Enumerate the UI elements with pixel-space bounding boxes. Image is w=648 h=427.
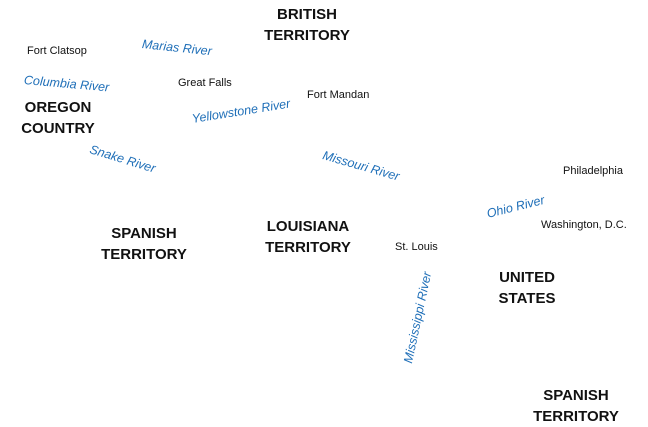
- city-washington-dc: Washington, D.C.: [541, 219, 627, 231]
- region-label-line1: LOUISIANA: [266, 218, 350, 235]
- region-label-line2: TERRITORY: [264, 27, 350, 44]
- city-fort-mandan: Fort Mandan: [307, 89, 370, 101]
- city-st-louis: St. Louis: [395, 241, 438, 253]
- region-label-line1: OREGON: [24, 99, 92, 116]
- region-label-line2: TERRITORY: [101, 246, 187, 263]
- region-label-line2: STATES: [498, 290, 556, 307]
- river-mississippi: Mississippi River: [401, 270, 435, 365]
- city-great-falls: Great Falls: [178, 77, 232, 89]
- river-marias: Marias River: [141, 37, 213, 59]
- region-louisiana-territory: LOUISIANA TERRITORY: [262, 216, 354, 258]
- river-missouri: Missouri River: [321, 148, 402, 184]
- river-yellowstone: Yellowstone River: [190, 96, 292, 126]
- region-label-line1: SPANISH: [111, 225, 177, 242]
- region-label-line2: TERRITORY: [533, 408, 619, 425]
- region-oregon-country: OREGON COUNTRY: [16, 97, 100, 139]
- river-snake: Snake River: [87, 142, 158, 176]
- region-spanish-territory-south: SPANISH TERRITORY: [530, 385, 622, 427]
- river-columbia: Columbia River: [23, 73, 110, 95]
- region-british-territory: BRITISH TERRITORY: [263, 4, 351, 46]
- city-philadelphia: Philadelphia: [563, 165, 623, 177]
- region-label-line1: SPANISH: [543, 387, 609, 404]
- river-ohio: Ohio River: [485, 192, 546, 221]
- region-label-line1: BRITISH: [277, 6, 337, 23]
- region-label-line2: COUNTRY: [21, 120, 95, 137]
- region-label-line2: TERRITORY: [265, 239, 351, 256]
- region-spanish-territory-west: SPANISH TERRITORY: [98, 223, 190, 265]
- city-fort-clatsop: Fort Clatsop: [27, 45, 87, 57]
- region-united-states: UNITED STATES: [492, 267, 562, 309]
- region-label-line1: UNITED: [499, 269, 555, 286]
